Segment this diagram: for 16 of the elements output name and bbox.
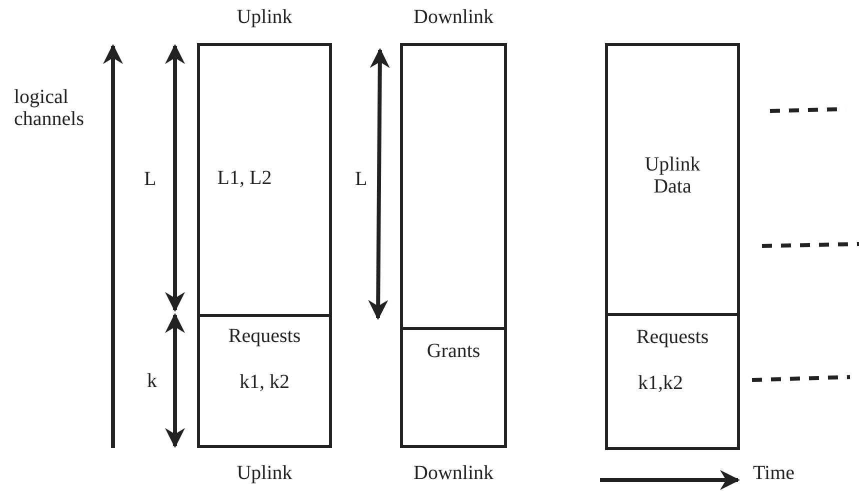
axis-label: logical channels <box>14 86 85 130</box>
dimension-label: L <box>144 168 156 190</box>
dimension-label: k <box>147 370 157 392</box>
frame-heading: Uplink <box>236 6 292 28</box>
frame-footer: Downlink <box>414 462 494 484</box>
section-label: L1, L2 <box>216 166 273 189</box>
section-label: k1, k2 <box>240 371 290 393</box>
frame-heading: Downlink <box>414 6 494 28</box>
section-label: Grants <box>426 340 480 362</box>
dimension-label: L <box>355 168 368 190</box>
section-label: Requests <box>228 325 301 347</box>
section-label: Uplink Data <box>644 153 702 198</box>
frame-footer: Uplink <box>236 462 292 484</box>
section-label: Requests <box>636 326 709 348</box>
section-label: k1,k2 <box>638 372 683 394</box>
axis-label: Time <box>753 462 795 484</box>
